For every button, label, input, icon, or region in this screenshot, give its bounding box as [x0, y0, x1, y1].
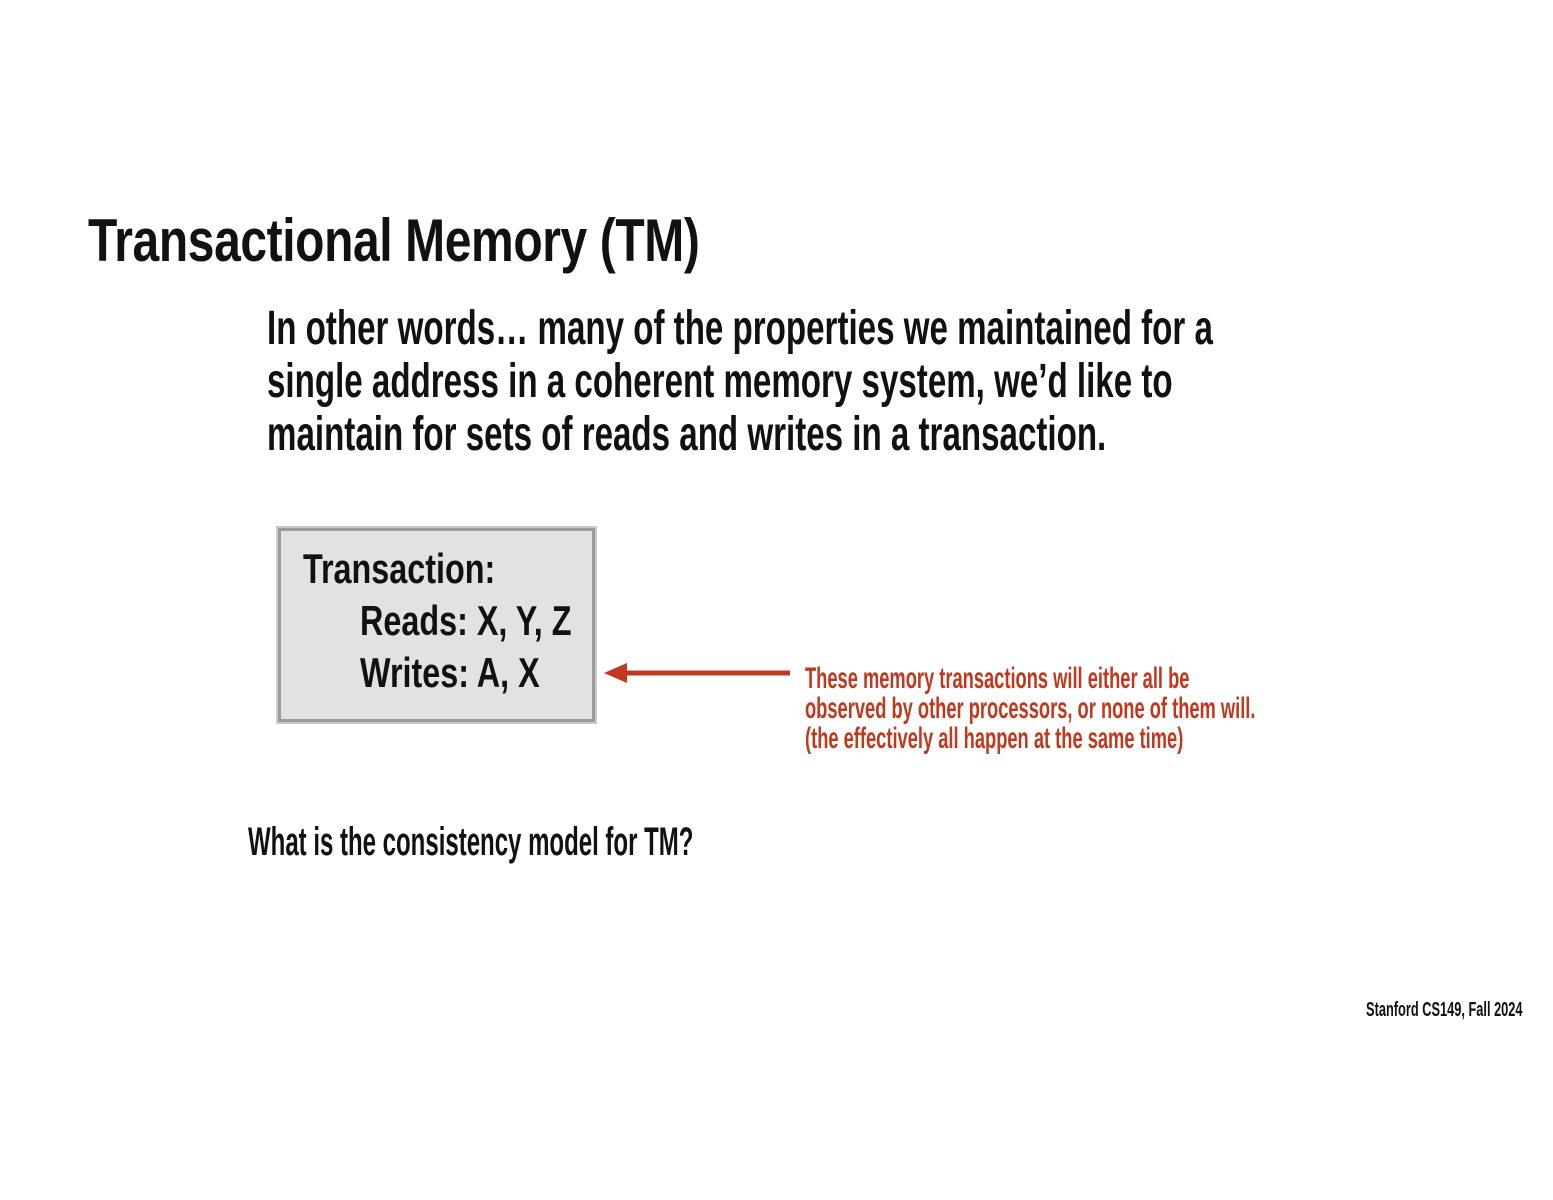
body-line: maintain for sets of reads and writes in…	[267, 408, 1107, 461]
body-line: In other words… many of the properties w…	[267, 302, 1213, 355]
annotation-line: These memory transactions will either al…	[805, 662, 1190, 695]
footer-credit: Stanford CS149, Fall 2024	[1366, 999, 1523, 1021]
left-arrow-icon	[604, 663, 790, 683]
annotation-line: (the effectively all happen at the same …	[805, 722, 1184, 755]
transaction-box: Transaction: Reads: X, Y, Z Writes: A, X	[278, 528, 595, 722]
body-line: single address in a coherent memory syst…	[267, 355, 1173, 408]
slide-title: Transactional Memory (TM)	[88, 207, 700, 274]
transaction-box-reads: Reads: X, Y, Z	[360, 597, 572, 644]
annotation-line: observed by other processors, or none of…	[805, 692, 1256, 725]
arrow-head	[604, 663, 627, 683]
transaction-box-heading: Transaction:	[303, 545, 496, 592]
body-paragraph: In other words… many of the properties w…	[267, 302, 1553, 461]
annotation-text: These memory transactions will either al…	[805, 664, 1544, 754]
transaction-box-writes: Writes: A, X	[360, 649, 540, 696]
question-text: What is the consistency model for TM?	[248, 820, 694, 864]
